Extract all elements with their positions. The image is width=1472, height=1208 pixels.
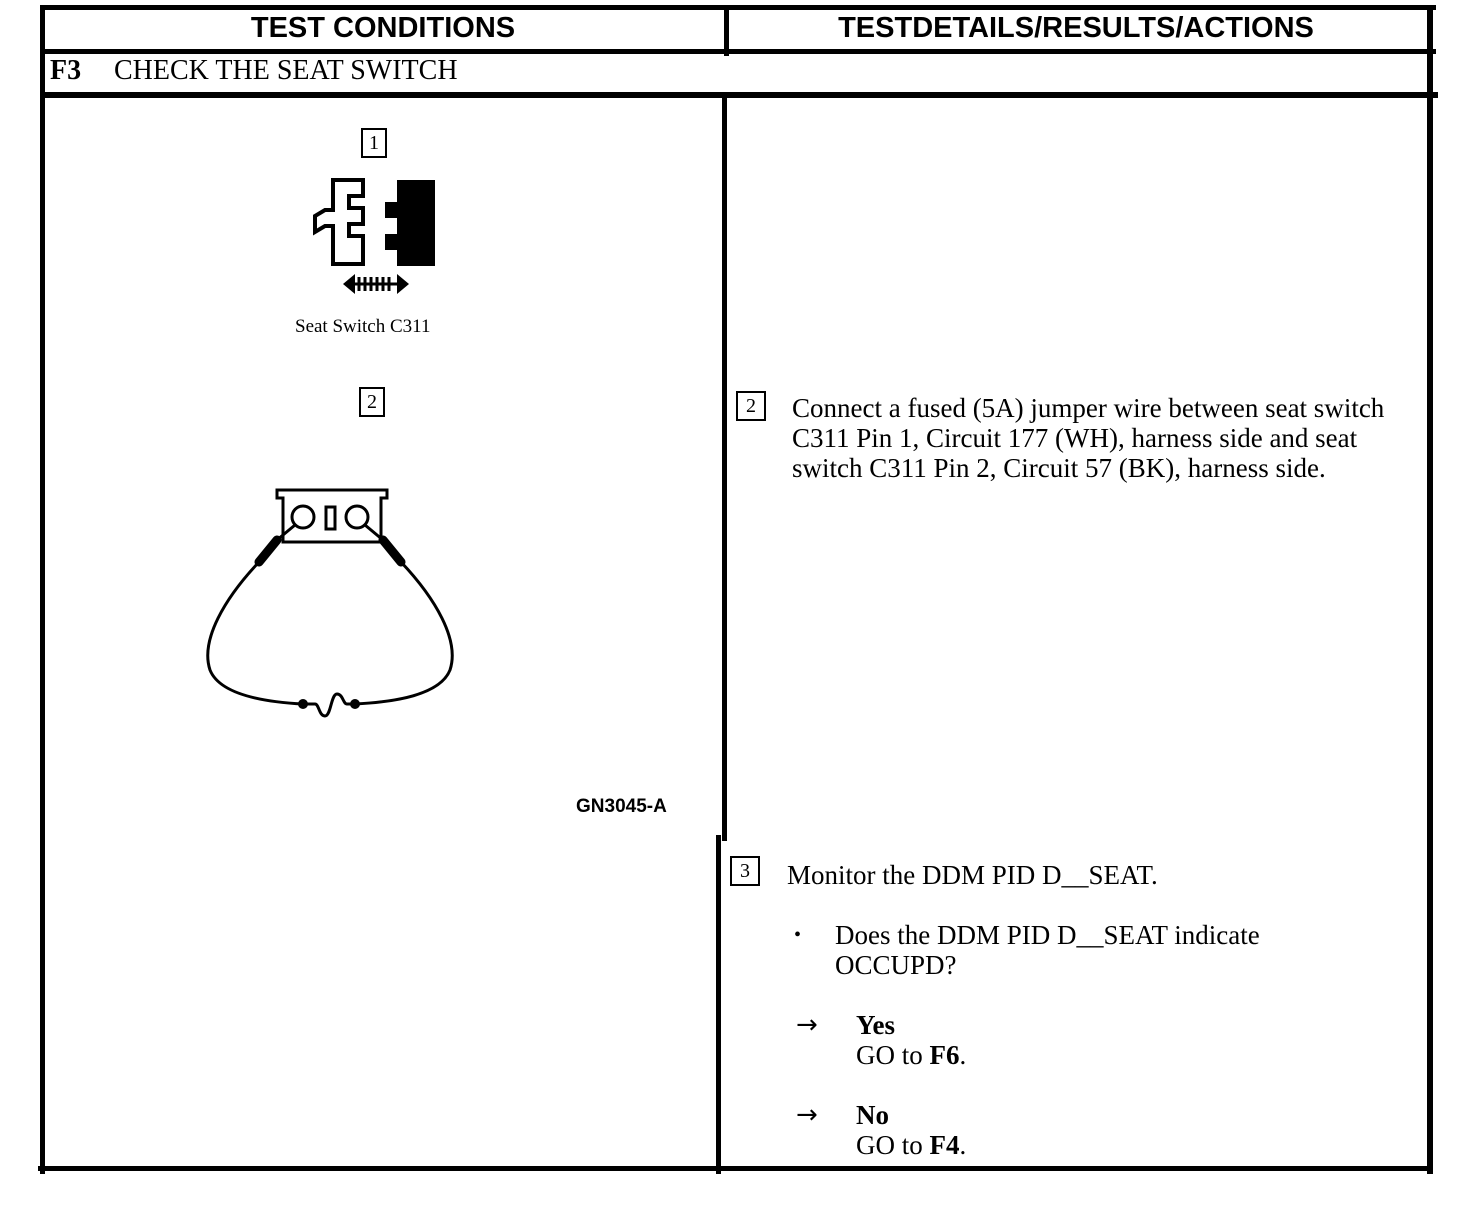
answer-yes: Yes GO to F6.	[856, 1010, 966, 1070]
yes-arrow-icon: →	[796, 1010, 818, 1040]
section-title-bottom-rule	[42, 92, 1438, 98]
step-2-marker: 2	[359, 387, 385, 417]
step-1-marker: 1	[361, 128, 387, 158]
answer-no-suffix: .	[959, 1130, 967, 1160]
section-title: F3 CHECK THE SEAT SWITCH	[50, 52, 458, 90]
step-3-question: Does the DDM PID D__SEAT indicate OCCUPD…	[835, 920, 1260, 980]
table-outer-bottom	[38, 1166, 1432, 1171]
illustration-caption-seat-switch: Seat Switch C311	[295, 316, 431, 337]
step-2-number: 2	[736, 391, 766, 421]
column-header-test-details: TESTDETAILS/RESULTS/ACTIONS	[838, 11, 1314, 44]
answer-yes-target-link[interactable]: F6	[929, 1040, 960, 1070]
answer-yes-action: GO to	[856, 1040, 930, 1070]
answer-no-label: No	[856, 1100, 889, 1130]
step-2-text: Connect a fused (5A) jumper wire between…	[792, 393, 1385, 483]
no-arrow-icon: →	[796, 1100, 818, 1130]
section-title-text: CHECK THE SEAT SWITCH	[114, 55, 458, 86]
answer-yes-suffix: .	[959, 1040, 967, 1070]
answer-no: No GO to F4.	[856, 1100, 966, 1160]
column-header-test-conditions: TEST CONDITIONS	[250, 11, 516, 44]
answer-yes-label: Yes	[856, 1010, 895, 1040]
answer-no-target-link[interactable]: F4	[929, 1130, 960, 1160]
step-3-number: 3	[730, 856, 760, 886]
table-right-border	[1427, 5, 1433, 1174]
figure-code: GN3045-A	[576, 796, 667, 817]
seat-switch-connector-illustration	[313, 178, 435, 294]
header-column-divider	[724, 5, 729, 56]
body-column-divider-lower	[716, 835, 721, 1174]
section-code: F3	[50, 55, 82, 86]
table-left-border	[40, 5, 45, 1174]
body-column-divider-upper	[722, 93, 727, 841]
step-3-text: Monitor the DDM PID D__SEAT.	[787, 860, 1158, 890]
jumper-wire-illustration	[206, 488, 454, 718]
bullet-point: •	[794, 924, 802, 946]
answer-no-action: GO to	[856, 1130, 930, 1160]
